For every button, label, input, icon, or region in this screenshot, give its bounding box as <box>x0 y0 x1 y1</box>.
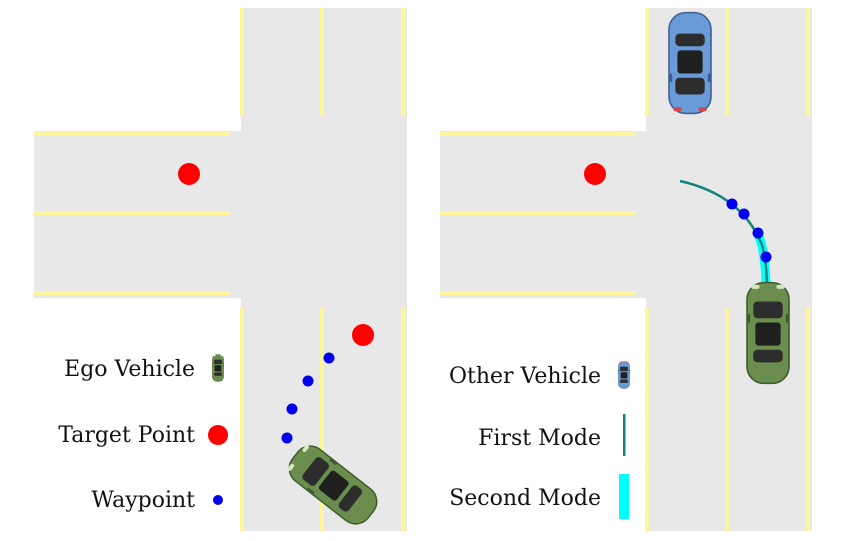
waypoint-dot <box>738 208 750 220</box>
target-point <box>352 324 374 346</box>
first-mode-path <box>679 179 769 291</box>
waypoint-dot <box>752 227 764 239</box>
legend-waypoint-marker <box>213 495 223 505</box>
right-panel: Other Vehicle First Mode Second Mode <box>440 8 812 531</box>
road-left <box>34 8 407 531</box>
waypoint-dot <box>302 375 314 387</box>
legend-first-mode-marker <box>623 414 626 456</box>
blue-car-icon <box>618 361 630 389</box>
lane-lines-left <box>34 8 405 531</box>
waypoint-dot <box>281 432 293 444</box>
waypoints-right <box>726 198 772 263</box>
other-vehicle-car <box>668 11 712 115</box>
left-panel: Ego Vehicle Target Point Waypoint <box>34 8 407 532</box>
legend-target-marker <box>208 425 228 445</box>
target-point <box>178 163 200 185</box>
legend-other-vehicle-label: Other Vehicle <box>449 364 601 389</box>
legend-ego-vehicle-label: Ego Vehicle <box>64 357 195 382</box>
target-point <box>584 163 606 185</box>
legend-target-point-label: Target Point <box>58 423 195 448</box>
lane-lines-right <box>440 8 810 531</box>
legend-second-mode-label: Second Mode <box>449 486 601 511</box>
waypoints-left <box>281 352 335 444</box>
waypoint-dot <box>726 198 738 210</box>
legend-second-mode-marker <box>619 474 629 519</box>
legend-first-mode-label: First Mode <box>478 426 601 451</box>
waypoint-dot <box>760 251 772 263</box>
legend-waypoint-label: Waypoint <box>91 488 195 513</box>
road-right <box>440 8 812 531</box>
waypoint-dot <box>286 403 298 415</box>
green-car-icon <box>212 354 224 382</box>
ego-car <box>746 281 790 385</box>
waypoint-dot <box>323 352 335 364</box>
